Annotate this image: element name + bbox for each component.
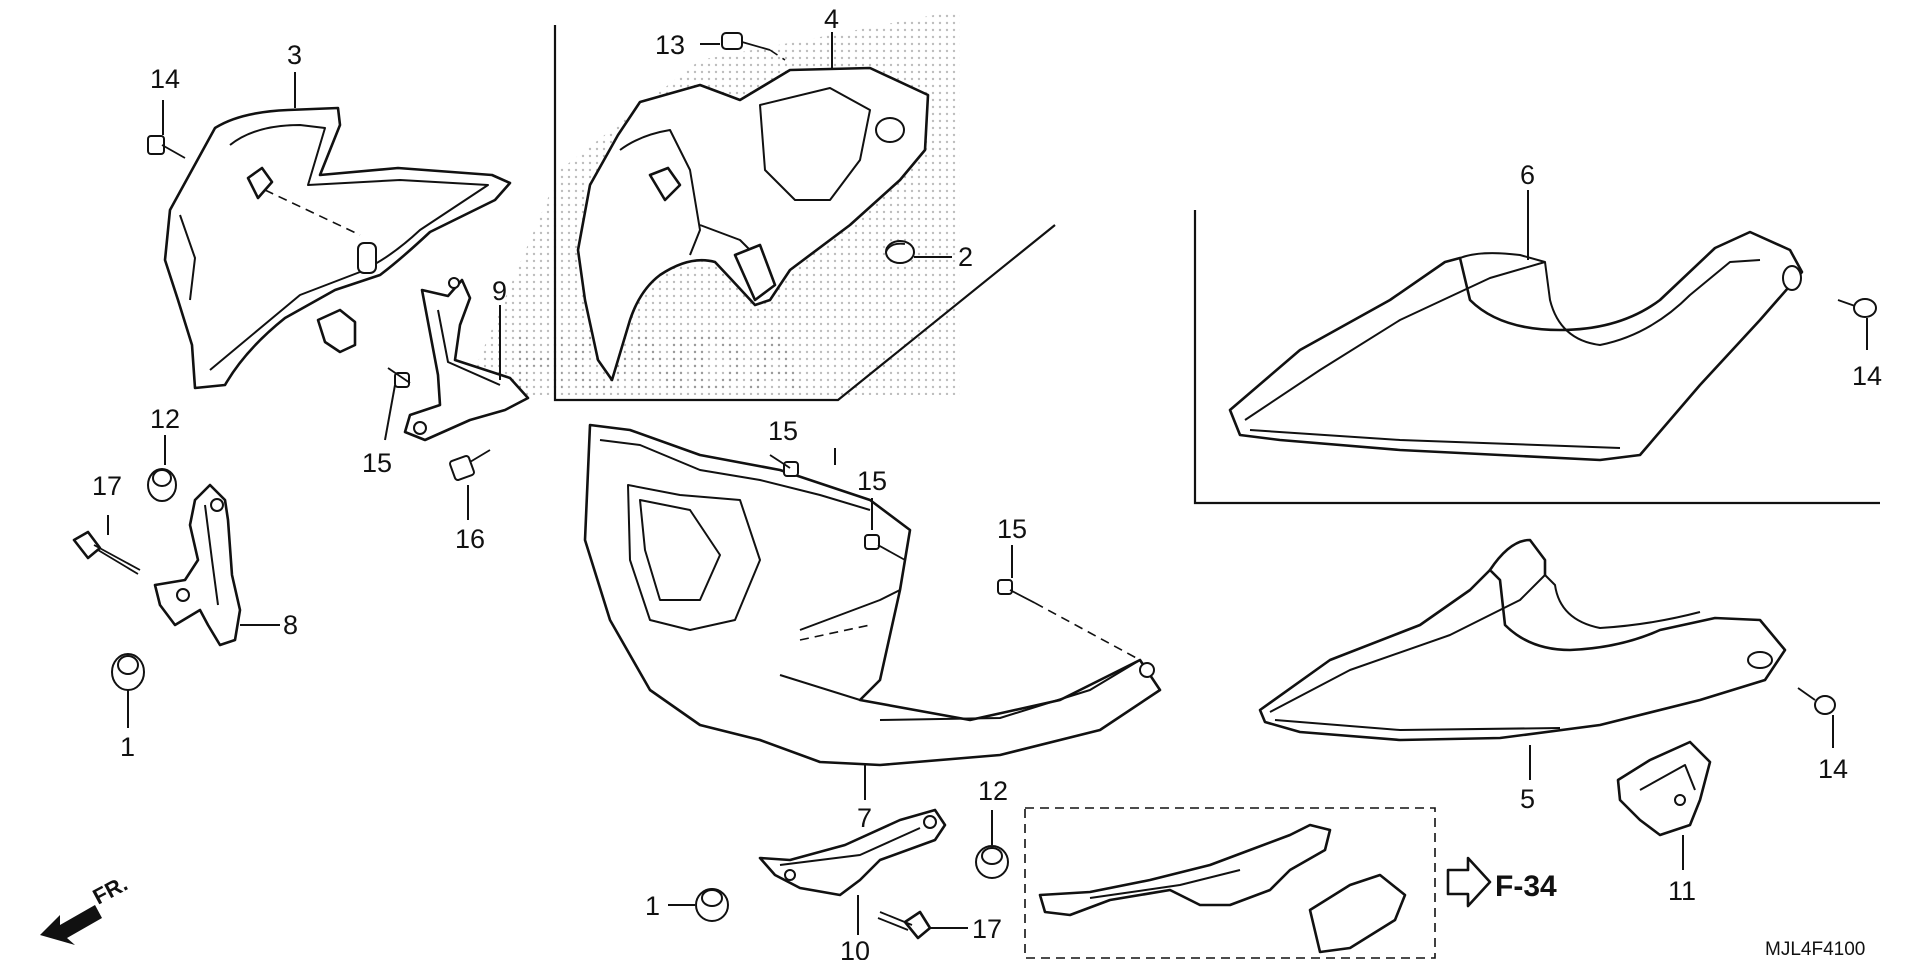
reference-arrow-icon: [1446, 856, 1492, 908]
front-direction-label: FR.: [89, 871, 132, 910]
svg-text:HONDA: HONDA: [510, 318, 803, 407]
stay-bracket: [316, 277, 530, 442]
bolt-14-right-upper: [1837, 298, 1877, 318]
subassembly-box: [1024, 807, 1436, 959]
screw-15-right: [997, 579, 1036, 604]
callout-numbers: 14 3 13 4 2 6 14 5 14 11 7 15 15 15 15 1…: [92, 4, 1882, 960]
callout-5: 5: [1520, 784, 1535, 814]
callout-13: 13: [655, 30, 685, 60]
callout-15: 15: [997, 514, 1027, 544]
screw-13: [721, 32, 786, 61]
callout-1: 1: [120, 732, 135, 762]
frame-lines: [553, 25, 1880, 959]
callout-16: 16: [455, 524, 485, 554]
screw-15-middle: [864, 534, 906, 561]
callout-4: 4: [824, 4, 839, 34]
screw-15-top: [769, 454, 799, 477]
lower-bracket: [1616, 740, 1712, 837]
callout-8: 8: [283, 610, 298, 640]
callout-7: 7: [857, 803, 872, 833]
callout-6: 6: [1520, 160, 1535, 190]
callout-14: 14: [1818, 754, 1848, 784]
grommet-2: [885, 240, 915, 264]
callout-11: 11: [1668, 876, 1696, 906]
lower-bracket-10: [758, 808, 947, 897]
bolt-16: [449, 449, 491, 481]
bolt-17-left: [72, 530, 141, 575]
lower-cowl-front: [583, 423, 1162, 767]
reference-label: F-34: [1495, 870, 1557, 903]
drawing-code: MJL4F4100: [1765, 939, 1865, 960]
screw-15-right-dashline: [1034, 602, 1141, 661]
grommet-1-left: [111, 653, 145, 691]
bolt-14-right-lower: [1797, 687, 1836, 715]
callout-3: 3: [287, 40, 302, 70]
upper-cowl-inner-cover: [576, 66, 930, 382]
front-direction-arrow-icon: [40, 905, 102, 945]
callout-14: 14: [1852, 361, 1882, 391]
callout-12: 12: [150, 404, 180, 434]
callout-15: 15: [362, 448, 392, 478]
callout-2: 2: [958, 242, 973, 272]
screw-15-left: [387, 367, 411, 388]
left-bracket-8: [153, 483, 242, 647]
under-cowl-right: [1228, 230, 1804, 462]
grommet-1-bottom: [695, 888, 729, 922]
under-cowl-left: [1258, 538, 1787, 742]
bolt-17-bottom: [877, 910, 932, 940]
subassembly-frame: [1038, 823, 1407, 954]
callout-17: 17: [92, 471, 122, 501]
leader-lines: [107, 32, 1868, 935]
upper-cowl-inner-panel: [163, 106, 512, 390]
callout-10: 10: [840, 936, 870, 960]
callout-9: 9: [492, 276, 507, 306]
callout-15: 15: [768, 416, 798, 446]
callout-12: 12: [978, 776, 1008, 806]
callout-15: 15: [857, 466, 887, 496]
grommet-12-bottom: [975, 845, 1009, 879]
callout-17: 17: [972, 914, 1002, 944]
callout-1: 1: [645, 891, 660, 921]
grommet-12-left: [147, 468, 177, 502]
callout-14: 14: [150, 64, 180, 94]
bolt-14-left: [147, 135, 186, 159]
